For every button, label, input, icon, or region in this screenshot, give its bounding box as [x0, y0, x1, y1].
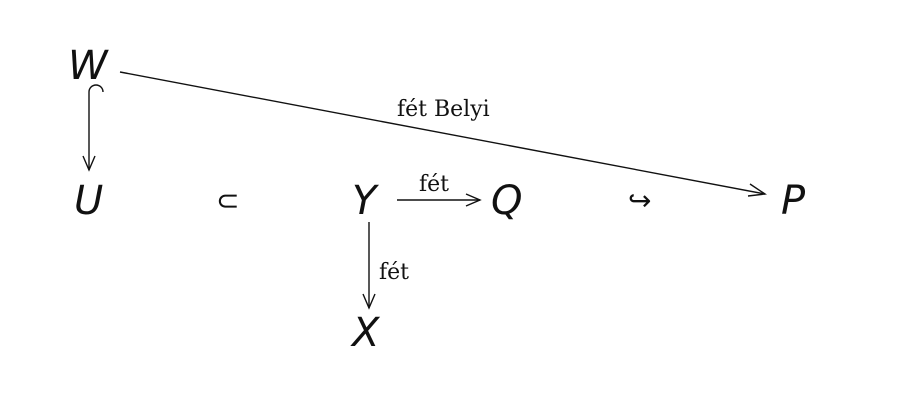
node-p: P [781, 178, 806, 224]
label-y-to-q: fét [419, 172, 449, 197]
hook-arrow-symbol: ↪ [628, 184, 651, 217]
label-w-to-p: fét Belyi [397, 97, 490, 122]
subset-symbol: ⊂ [216, 184, 239, 217]
node-u: U [74, 178, 103, 224]
arrow-y-to-x [362, 222, 376, 310]
node-x: X [350, 310, 381, 356]
node-q: Q [491, 178, 522, 224]
label-y-to-x: fét [379, 260, 409, 285]
arrow-y-to-q [397, 193, 482, 207]
arrow-w-to-u [82, 84, 104, 172]
arrow-w-to-p [119, 71, 767, 197]
node-w: W [68, 43, 109, 89]
node-y: Y [352, 178, 380, 224]
